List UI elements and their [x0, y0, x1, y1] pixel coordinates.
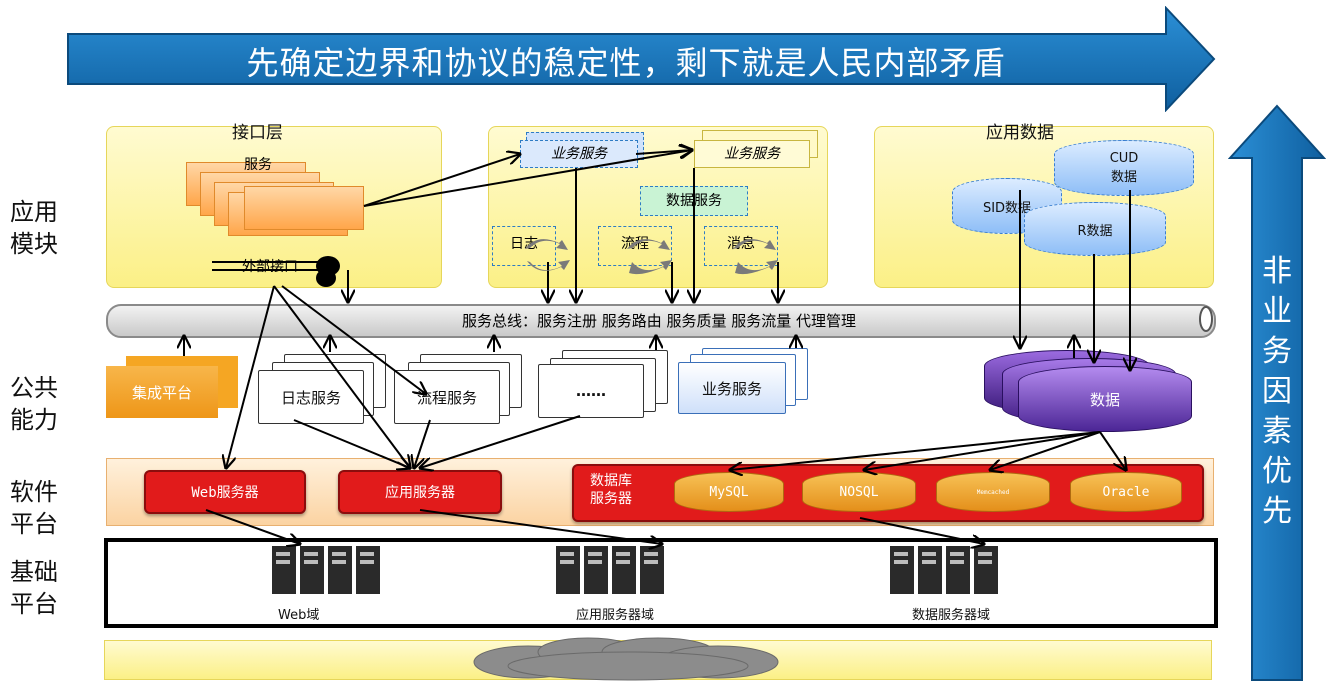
more-doc: …… — [538, 364, 644, 418]
interface-layer-title: 接口层 — [232, 123, 283, 143]
layer-label-base: 基础 平台 — [10, 558, 58, 618]
biz-service-doc: 业务服务 — [678, 362, 786, 414]
top-banner-arrow — [67, 6, 1216, 112]
nosql-cylinder: NOSQL — [802, 472, 916, 512]
biz-service-b: 业务服务 — [694, 140, 810, 168]
side-char: 优 — [1262, 454, 1292, 489]
memcached-cylinder: Memcached — [936, 472, 1050, 512]
layer-label-app-module: 应用 模块 — [10, 198, 58, 258]
app-server-rack-icon — [556, 546, 664, 594]
side-char: 因 — [1262, 374, 1292, 409]
service-card — [244, 186, 364, 230]
r-data-cylinder: R数据 — [1024, 202, 1166, 256]
integration-platform: 集成平台 — [106, 366, 218, 418]
oracle-cylinder: Oracle — [1070, 472, 1182, 512]
flow-service-doc: 流程服务 — [394, 370, 500, 424]
side-char: 非 — [1262, 254, 1292, 289]
side-banner-arrow — [1228, 104, 1326, 681]
data-cylinder: 数据 — [1018, 366, 1192, 432]
web-server-rack-icon — [272, 546, 380, 594]
side-char: 先 — [1262, 494, 1292, 529]
side-banner-text: 非 业 务 因 素 优 先 — [1257, 252, 1297, 532]
db-server-label: 数据库 服务器 — [590, 473, 632, 507]
log-service-doc: 日志服务 — [258, 370, 364, 424]
mysql-cylinder: MySQL — [674, 472, 784, 512]
cud-data-cylinder: CUD 数据 — [1054, 140, 1194, 196]
app-domain-label: 应用服务器域 — [576, 608, 655, 623]
data-server-rack-icon — [890, 546, 998, 594]
cloud-icon — [473, 637, 779, 681]
side-char: 素 — [1262, 414, 1292, 449]
side-char: 务 — [1262, 334, 1292, 369]
layer-label-software: 软件 平台 — [10, 478, 58, 538]
data-domain-label: 数据服务器域 — [912, 608, 991, 623]
log-box: 日志 — [492, 226, 556, 266]
app-server: 应用服务器 — [338, 470, 502, 514]
service-bus-label: 服务总线：服务注册 服务路由 服务质量 服务流量 代理管理 — [461, 312, 857, 330]
app-data-title: 应用数据 — [986, 123, 1054, 143]
service-label: 服务 — [244, 157, 272, 173]
web-domain-label: Web域 — [278, 608, 320, 623]
side-char: 业 — [1262, 294, 1292, 329]
layer-label-public: 公共 能力 — [10, 374, 58, 434]
banner-text: 先确定边界和协议的稳定性，剩下就是人民内部矛盾 — [246, 44, 1006, 82]
